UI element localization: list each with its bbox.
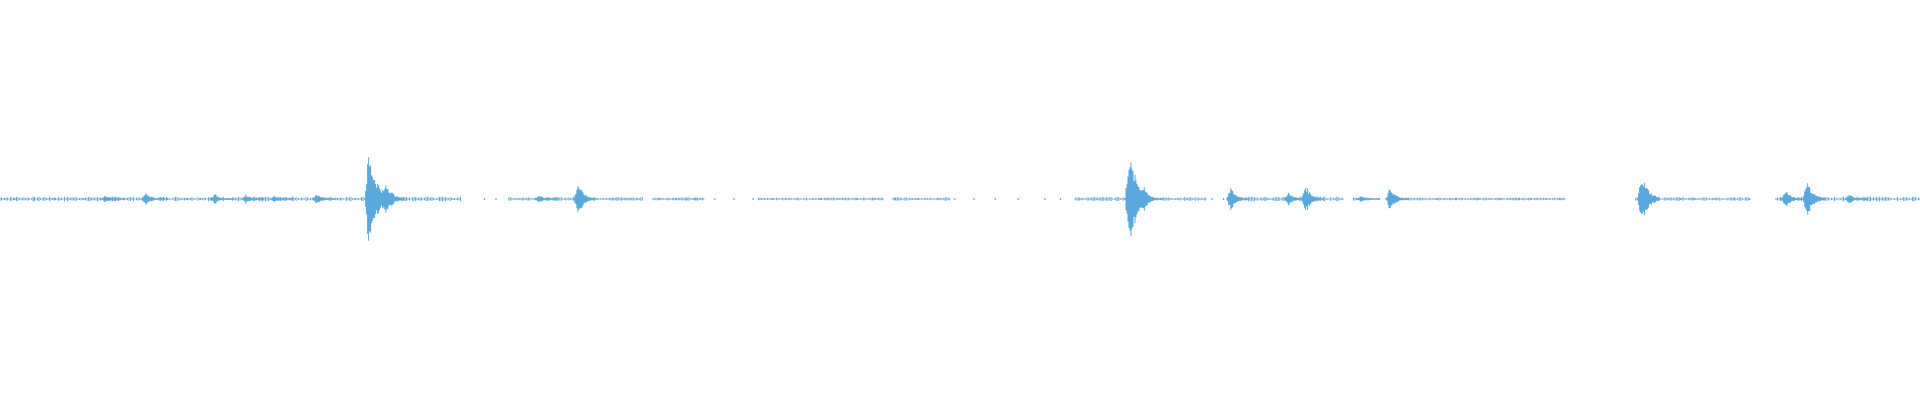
waveform-peak	[1301, 187, 1325, 211]
waveform-peak	[241, 194, 265, 204]
waveform-peak	[210, 194, 234, 204]
waveform-dot	[856, 198, 858, 200]
waveform-dot	[954, 198, 956, 200]
waveform-dot	[994, 198, 996, 200]
waveform-peak	[1802, 183, 1826, 215]
waveform-dot	[32, 198, 34, 200]
waveform-peak	[1385, 189, 1409, 209]
waveform-segment	[652, 197, 705, 201]
waveform-dot	[1436, 198, 1438, 200]
waveform-peak	[1781, 191, 1805, 207]
waveform-segment	[892, 197, 951, 201]
waveform-dot	[13, 198, 15, 200]
waveform-peak	[1844, 194, 1868, 204]
waveform-dot	[1017, 198, 1019, 200]
waveform-dot	[658, 198, 660, 200]
waveform-dot	[837, 198, 839, 200]
waveform-dot	[1733, 198, 1735, 200]
waveform-dot	[819, 198, 821, 200]
waveform-dot	[873, 198, 875, 200]
waveform-peak	[535, 196, 558, 202]
waveform-dot	[917, 198, 919, 200]
waveform-dot	[1478, 198, 1480, 200]
waveform-dot	[483, 198, 485, 200]
waveform-dot	[714, 198, 716, 200]
waveform-peak	[141, 193, 165, 205]
waveform-dot	[752, 198, 754, 200]
waveform-peak	[1139, 187, 1163, 211]
waveform-dot	[973, 198, 975, 200]
waveform-dot	[1044, 198, 1046, 200]
waveform-peak	[1356, 196, 1380, 202]
waveform-dot	[1499, 198, 1501, 200]
waveform-dot	[1559, 198, 1561, 200]
waveform-dot	[695, 198, 697, 200]
waveform-dot	[894, 198, 896, 200]
waveform-dot	[1455, 198, 1457, 200]
waveform-dot	[685, 198, 687, 200]
waveform-peak	[270, 195, 294, 203]
waveform-dot	[53, 198, 55, 200]
waveform-peak	[1637, 182, 1661, 216]
waveform-dot	[1223, 198, 1225, 200]
waveform-peak	[101, 196, 125, 202]
waveform-dot	[199, 198, 201, 200]
waveform-dot	[1714, 198, 1716, 200]
waveform-dot	[1680, 198, 1682, 200]
waveform-dot	[1211, 198, 1213, 200]
waveform-dot	[186, 198, 188, 200]
waveform-dot	[495, 198, 497, 200]
waveform-dot	[1749, 198, 1751, 200]
waveform-dot	[1530, 198, 1532, 200]
waveform-dot	[771, 198, 773, 200]
waveform-peak	[312, 195, 336, 203]
waveform-dot	[675, 198, 677, 200]
waveform-dot	[1407, 198, 1409, 200]
waveform-dot	[1059, 198, 1061, 200]
waveform-dot	[1545, 198, 1547, 200]
waveform-dot	[82, 198, 84, 200]
waveform-segment	[1385, 197, 1566, 201]
waveform-peak	[1226, 188, 1250, 210]
waveform-dot	[733, 198, 735, 200]
waveform-dot	[1378, 198, 1380, 200]
waveform-peak	[381, 185, 405, 213]
waveform-dot	[167, 198, 169, 200]
waveform-dot	[1693, 198, 1695, 200]
waveform-dot	[937, 198, 939, 200]
waveform-peak	[573, 186, 597, 212]
waveform-dot	[1518, 198, 1520, 200]
